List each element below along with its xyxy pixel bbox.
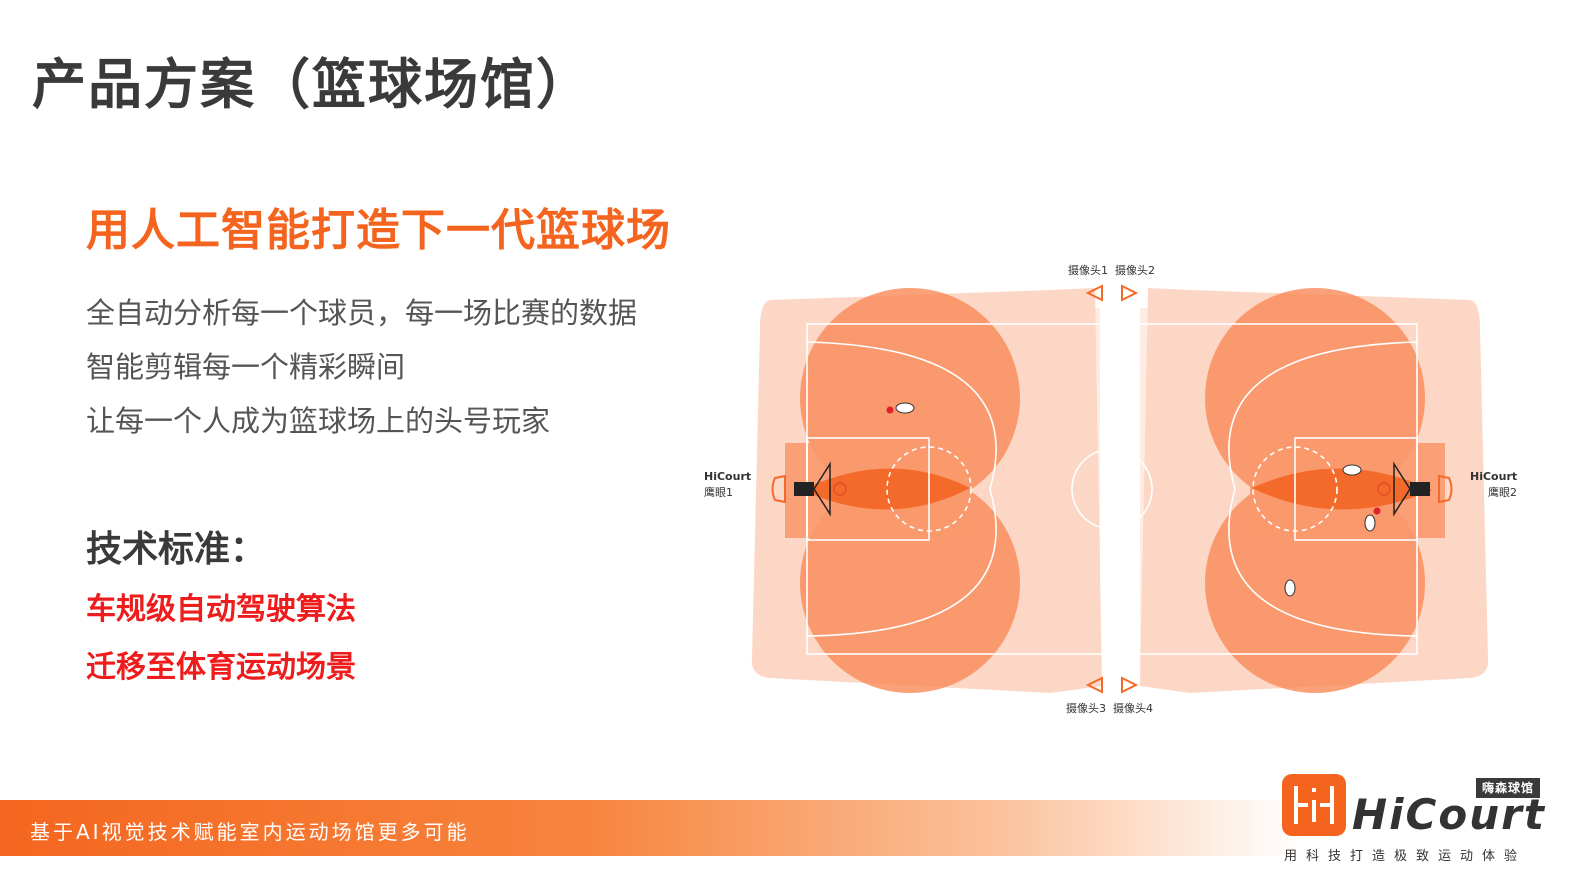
camera1-label: 摄像头1 bbox=[1068, 263, 1108, 277]
tech-item: 车规级自动驾驶算法 bbox=[86, 592, 356, 627]
headline: 用人工智能打造下一代篮球场 bbox=[86, 205, 671, 256]
hawkeye-beam-left bbox=[802, 468, 970, 510]
hawkeye-right bbox=[1377, 461, 1453, 517]
camera3-label: 摄像头3 bbox=[1066, 701, 1106, 715]
tech-heading: 技术标准： bbox=[86, 529, 267, 570]
feature-item: 智能剪辑每一个精彩瞬间 bbox=[86, 350, 406, 384]
hawkeye-beam-right bbox=[1252, 468, 1432, 510]
brand-slogan: 用科技打造极致运动体验 bbox=[1284, 849, 1527, 864]
footer-bar bbox=[0, 800, 1300, 856]
hicourt-logo-icon bbox=[1282, 774, 1346, 836]
feature-item: 全自动分析每一个球员，每一场比赛的数据 bbox=[86, 296, 638, 330]
ball-icon bbox=[886, 406, 894, 414]
page-title: 产品方案（篮球场馆） bbox=[32, 53, 592, 116]
camera2-label: 摄像头2 bbox=[1115, 263, 1155, 277]
brand-badge: 嗨森球馆 bbox=[1476, 778, 1540, 798]
hawkeye-right-label: 鹰眼2 bbox=[1488, 485, 1517, 499]
hawkeye-right-brand: HiCourt bbox=[1470, 470, 1517, 483]
footer-tagline: 基于AI视觉技术赋能室内运动场馆更多可能 bbox=[30, 820, 470, 844]
feature-item: 让每一个人成为篮球场上的头号玩家 bbox=[86, 404, 551, 438]
hawkeye-left bbox=[771, 461, 847, 517]
hawkeye-coverage-right bbox=[1205, 288, 1445, 693]
hawkeye-left-brand: HiCourt bbox=[704, 470, 751, 483]
ball-icon bbox=[1373, 507, 1381, 515]
hawkeye-left-label: 鹰眼1 bbox=[704, 485, 733, 499]
brand-name: HiCourt bbox=[1352, 790, 1546, 839]
tech-item: 迁移至体育运动场景 bbox=[86, 650, 356, 685]
court-coverage-diagram: 摄像头1 摄像头2 摄像头3 摄像头4 HiCourt 鹰眼1 HiCourt … bbox=[704, 263, 1517, 715]
camera4-label: 摄像头4 bbox=[1113, 701, 1153, 715]
players bbox=[895, 402, 1376, 597]
camera-markers bbox=[1085, 284, 1139, 694]
feature-list: 全自动分析每一个球员，每一场比赛的数据 智能剪辑每一个精彩瞬间 让每一个人成为篮… bbox=[86, 292, 637, 454]
